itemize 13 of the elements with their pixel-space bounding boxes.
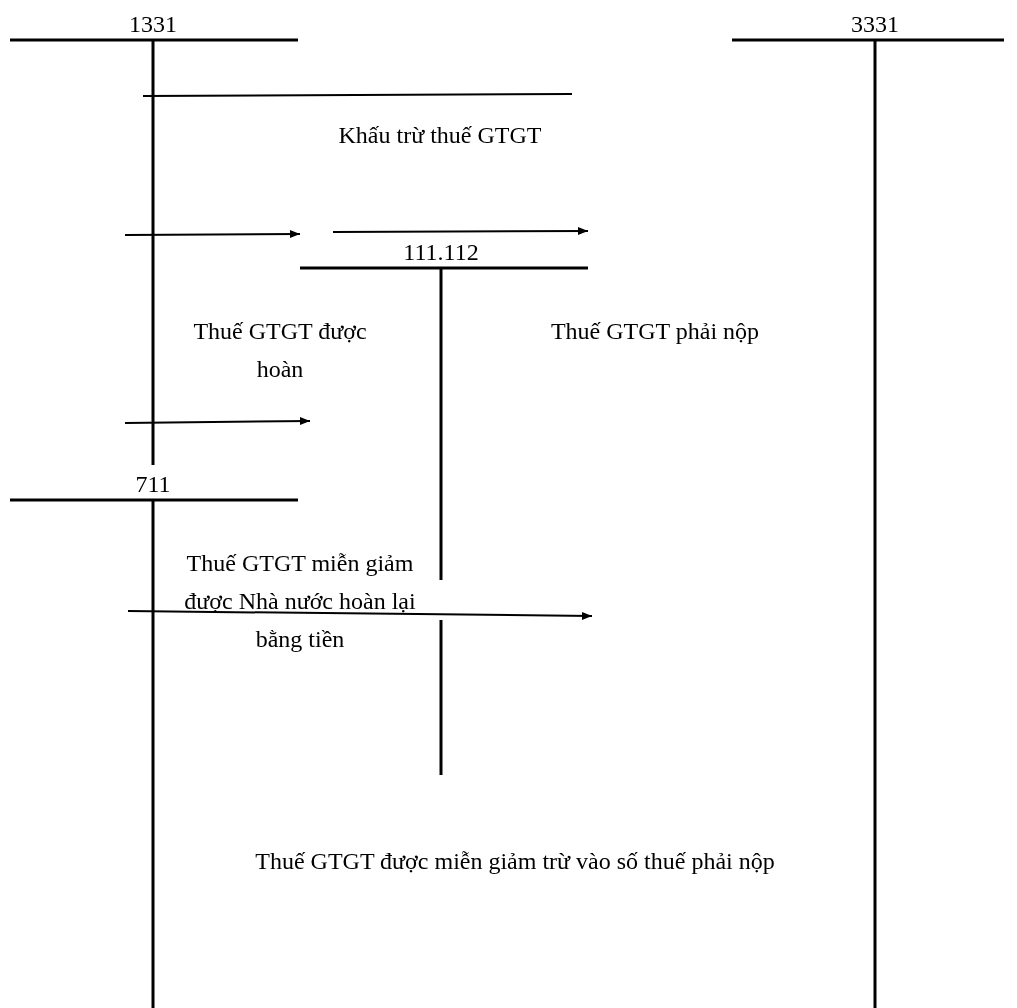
account-number: 111.112 xyxy=(402,238,480,266)
account-number: 1331 xyxy=(128,10,178,38)
edge-label: Khấu trừ thuế GTGT xyxy=(337,121,543,150)
arrow xyxy=(332,227,589,236)
account-number: 711 xyxy=(134,470,172,498)
arrow xyxy=(124,417,311,426)
arrow xyxy=(124,230,301,239)
account-number: 3331 xyxy=(850,10,900,38)
arrow xyxy=(127,610,593,620)
entry-description: Thuế GTGT được hoàn xyxy=(192,317,368,384)
entry-description: Thuế GTGT được miễn giảm trừ vào số thuế phải nộp xyxy=(254,847,776,876)
entry-description: Thuế GTGT phải nộp xyxy=(549,317,761,346)
entry-description: Thuế GTGT miễn giảm được Nhà nước hoàn lại bằng tiền xyxy=(183,549,417,654)
